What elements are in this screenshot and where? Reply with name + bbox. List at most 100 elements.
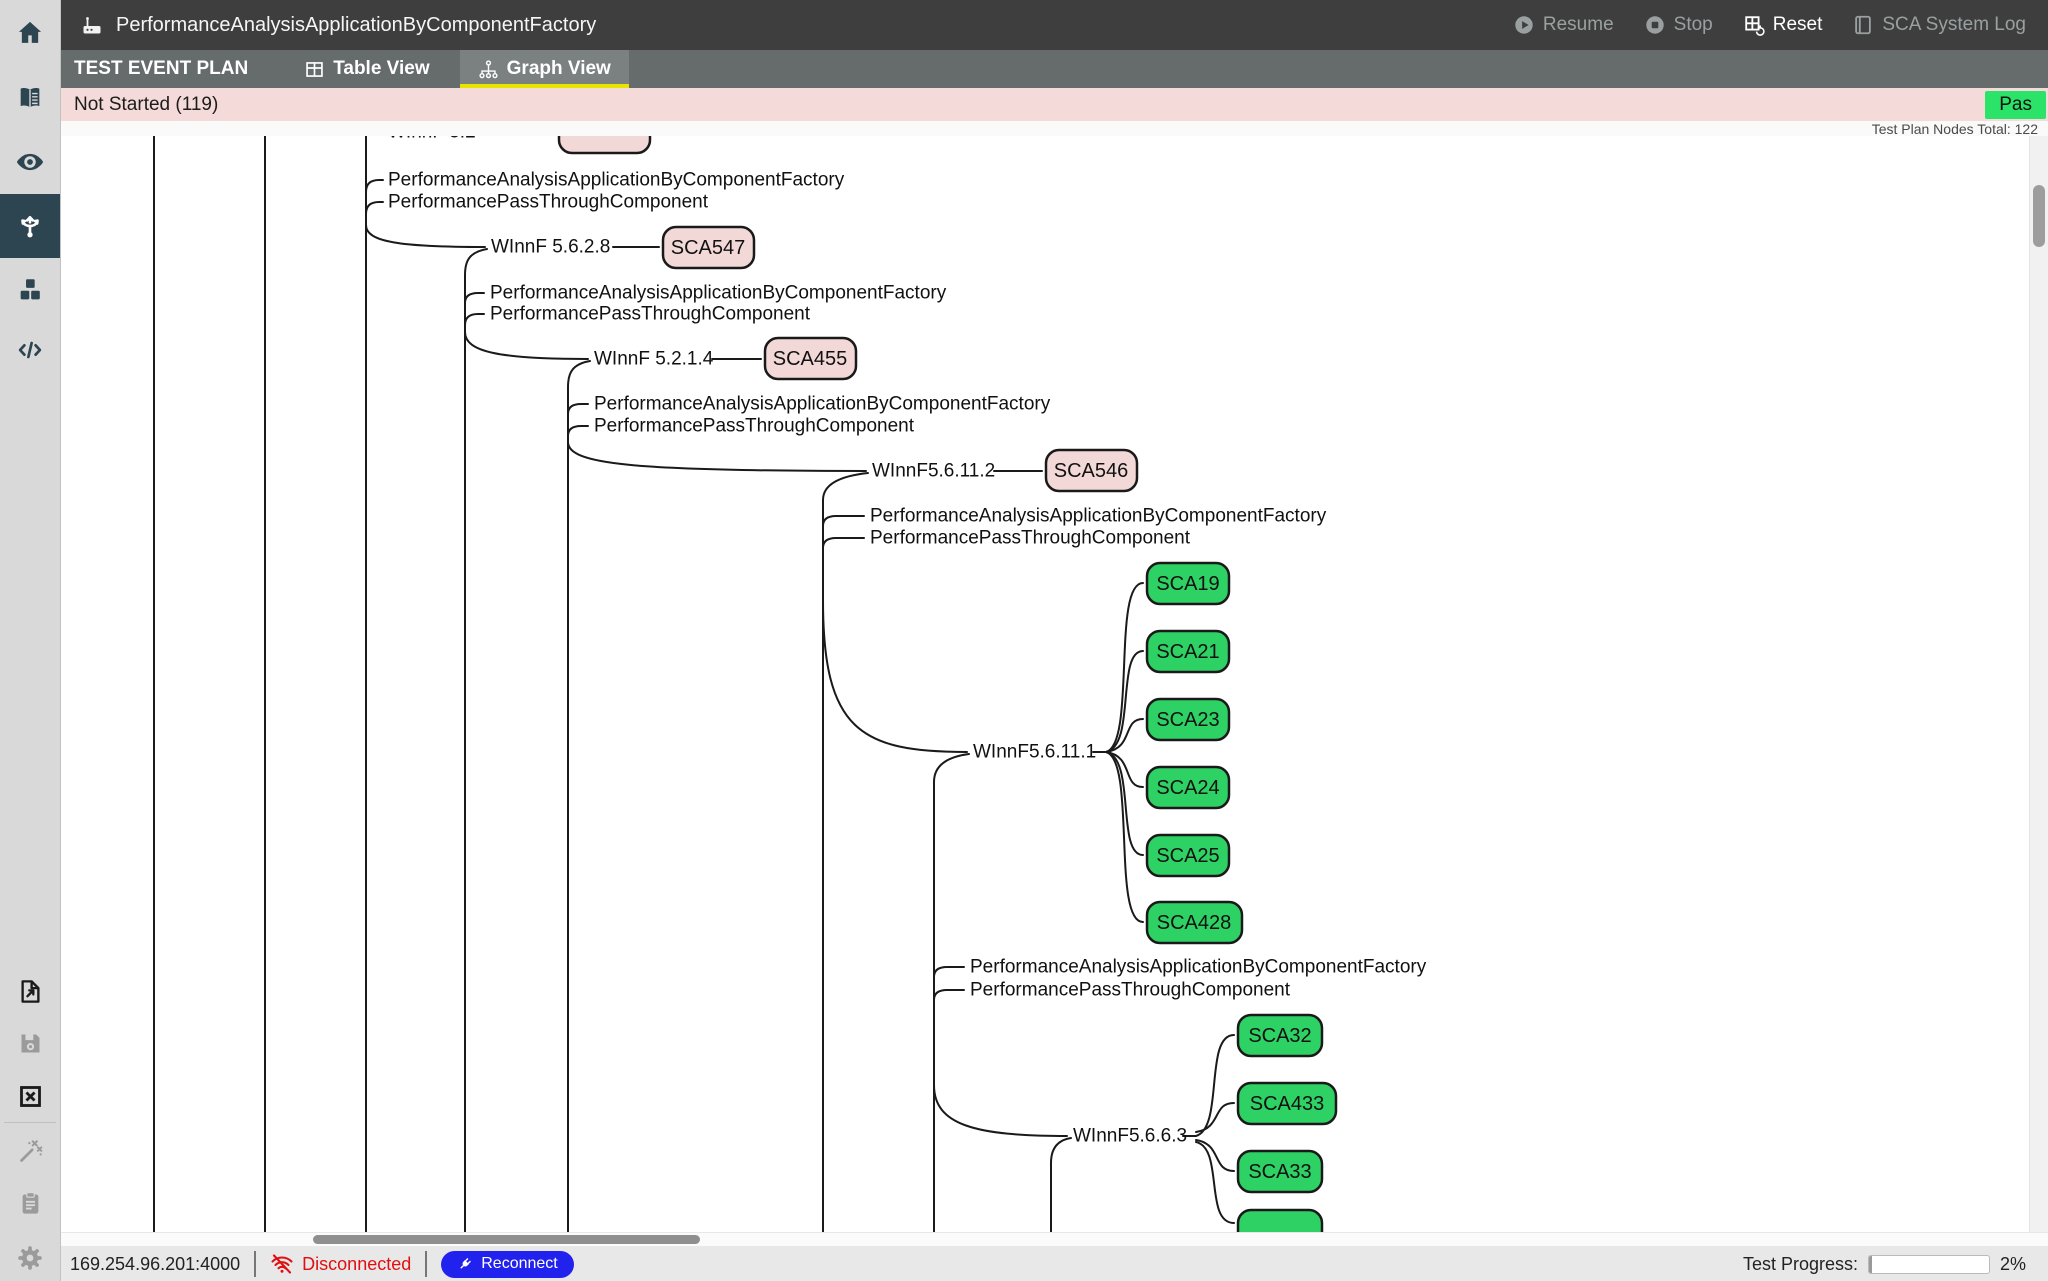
graph-label-winnf[interactable]: WInnF5.6.11.1 — [973, 742, 1096, 763]
stop-label: Stop — [1673, 14, 1713, 35]
test-progress-bar — [1867, 1254, 1990, 1274]
table-grid-icon — [306, 61, 323, 77]
sca-node-partial[interactable] — [557, 136, 652, 155]
graph-tree-icon — [479, 59, 498, 78]
graph-label-winnf[interactable]: WInnF5.6.6.3 — [1073, 1126, 1187, 1147]
sca-node-label[interactable]: SCA23 — [1156, 709, 1219, 731]
sca-node-label[interactable]: SCA547 — [671, 237, 746, 259]
title-bar: PerformanceAnalysisApplicationByComponen… — [60, 0, 2048, 50]
test-progress-fill — [1868, 1255, 1872, 1273]
component-label: PerformancePassThroughComponent — [870, 528, 1191, 549]
home-icon[interactable] — [0, 7, 60, 59]
sca-node-label[interactable]: SCA32 — [1248, 1025, 1311, 1047]
reset-button[interactable]: Reset — [1743, 14, 1823, 36]
status-banner[interactable]: Not Started (119) Pas — [60, 88, 2048, 121]
settings-gear-icon[interactable] — [0, 1232, 60, 1281]
component-label: PerformanceAnalysisApplicationByComponen… — [388, 170, 845, 191]
statusbar-divider — [254, 1251, 257, 1277]
sca-system-log-label: SCA System Log — [1882, 14, 2026, 35]
tab-test-event-plan[interactable]: TEST EVENT PLAN — [60, 50, 266, 88]
component-label: PerformanceAnalysisApplicationByComponen… — [970, 957, 1427, 978]
component-label: PerformancePassThroughComponent — [490, 304, 811, 325]
tab-graph-view[interactable]: Graph View — [459, 50, 629, 88]
sca-node-label[interactable]: SCA33 — [1248, 1161, 1311, 1183]
active-tab-underline — [459, 84, 629, 88]
view-tabbar: TEST EVENT PLAN Table View Graph View — [60, 50, 2048, 88]
components-cubes-icon[interactable] — [0, 264, 60, 316]
book-icon[interactable] — [0, 72, 60, 124]
test-progress-label: Test Progress: — [1742, 1253, 1858, 1274]
component-label: PerformancePassThroughComponent — [970, 980, 1291, 1001]
nodes-total-label: Test Plan Nodes Total: 122 — [1871, 121, 2038, 137]
sca-node-pink[interactable] — [661, 225, 756, 270]
route-icon[interactable] — [0, 194, 60, 258]
sca-node-pink[interactable] — [763, 336, 858, 381]
sca-node-green[interactable] — [1145, 900, 1244, 945]
graph-label-winnf-partial[interactable]: WInnF 5.2 — [388, 136, 476, 143]
graph-canvas[interactable]: WInnF 5.2 PerformanceAnalysisApplication… — [60, 136, 2048, 1232]
sca-node-label[interactable]: SCA428 — [1157, 912, 1232, 934]
reset-label: Reset — [1772, 14, 1823, 35]
component-label: PerformancePassThroughComponent — [388, 192, 709, 213]
nodes-total-strip: Test Plan Nodes Total: 122 — [60, 121, 2048, 137]
connection-status: Disconnected — [302, 1253, 412, 1274]
component-label: PerformancePassThroughComponent — [594, 416, 915, 437]
sidebar-divider — [4, 1122, 56, 1123]
eye-icon[interactable] — [0, 136, 60, 188]
wifi-off-icon — [271, 1254, 293, 1274]
save-icon[interactable] — [0, 1017, 60, 1069]
tab-graph-view-label: Graph View — [506, 58, 611, 79]
sca-node-green[interactable] — [1145, 629, 1231, 674]
sca-node-label[interactable]: SCA455 — [773, 348, 848, 370]
wand-icon[interactable] — [0, 1125, 60, 1177]
sca-node-label[interactable]: SCA546 — [1054, 460, 1129, 482]
sca-node-label[interactable]: SCA433 — [1250, 1093, 1325, 1115]
sca-node-green[interactable] — [1145, 561, 1231, 606]
sca-node-label[interactable]: SCA24 — [1156, 777, 1219, 799]
sca-node-green[interactable] — [1145, 765, 1231, 810]
sca-node-label[interactable]: SCA25 — [1156, 845, 1219, 867]
stop-button[interactable]: Stop — [1644, 14, 1713, 36]
statusbar-divider — [425, 1251, 428, 1277]
component-label: PerformanceAnalysisApplicationByComponen… — [594, 394, 1051, 415]
pass-badge[interactable]: Pas — [1985, 91, 2046, 119]
sca-node-green-partial[interactable] — [1236, 1208, 1324, 1232]
server-address: 169.254.96.201:4000 — [70, 1253, 241, 1274]
sca-system-log-button[interactable]: SCA System Log — [1852, 14, 2026, 36]
sca-node-green[interactable] — [1145, 833, 1231, 878]
resume-button[interactable]: Resume — [1513, 14, 1614, 36]
sca-node-green[interactable] — [1236, 1149, 1324, 1194]
component-label: PerformanceAnalysisApplicationByComponen… — [490, 283, 947, 304]
graph-label-winnf[interactable]: WInnF 5.2.1.4 — [594, 349, 714, 370]
resume-label: Resume — [1542, 14, 1614, 35]
status-bar: 169.254.96.201:4000 Disconnected — [60, 1245, 2048, 1281]
tab-table-view-label: Table View — [333, 58, 430, 79]
reconnect-button[interactable]: Reconnect — [441, 1250, 574, 1278]
vertical-scrollbar-thumb[interactable] — [2033, 185, 2045, 247]
device-icon — [80, 13, 104, 37]
horizontal-scrollbar-thumb[interactable] — [313, 1235, 700, 1244]
file-export-icon[interactable] — [0, 965, 60, 1017]
test-progress-value: 2% — [1999, 1253, 2026, 1274]
component-label: PerformanceAnalysisApplicationByComponen… — [870, 506, 1327, 527]
close-box-icon[interactable] — [0, 1070, 60, 1122]
page-title: PerformanceAnalysisApplicationByComponen… — [116, 13, 597, 36]
sca-node-label[interactable]: SCA19 — [1156, 573, 1219, 595]
graph-label-winnf[interactable]: WInnF 5.6.2.8 — [491, 237, 610, 258]
tab-table-view[interactable]: Table View — [286, 50, 447, 88]
plug-icon — [460, 1258, 472, 1269]
graph-label-winnf[interactable]: WInnF5.6.11.2 — [872, 461, 995, 482]
sca-node-green[interactable] — [1236, 1013, 1324, 1058]
vertical-scrollbar[interactable] — [2029, 136, 2048, 1232]
code-icon[interactable] — [0, 324, 60, 376]
clipboard-icon[interactable] — [0, 1177, 60, 1229]
horizontal-scrollbar[interactable] — [60, 1232, 2048, 1246]
tab-test-event-plan-label: TEST EVENT PLAN — [74, 58, 249, 79]
reconnect-label: Reconnect — [481, 1255, 558, 1272]
sca-node-green[interactable] — [1145, 697, 1231, 742]
sca-node-green[interactable] — [1236, 1081, 1338, 1126]
not-started-count: Not Started (119) — [74, 93, 219, 115]
sca-node-pink[interactable] — [1044, 448, 1139, 493]
sca-node-label[interactable]: SCA21 — [1156, 641, 1219, 663]
